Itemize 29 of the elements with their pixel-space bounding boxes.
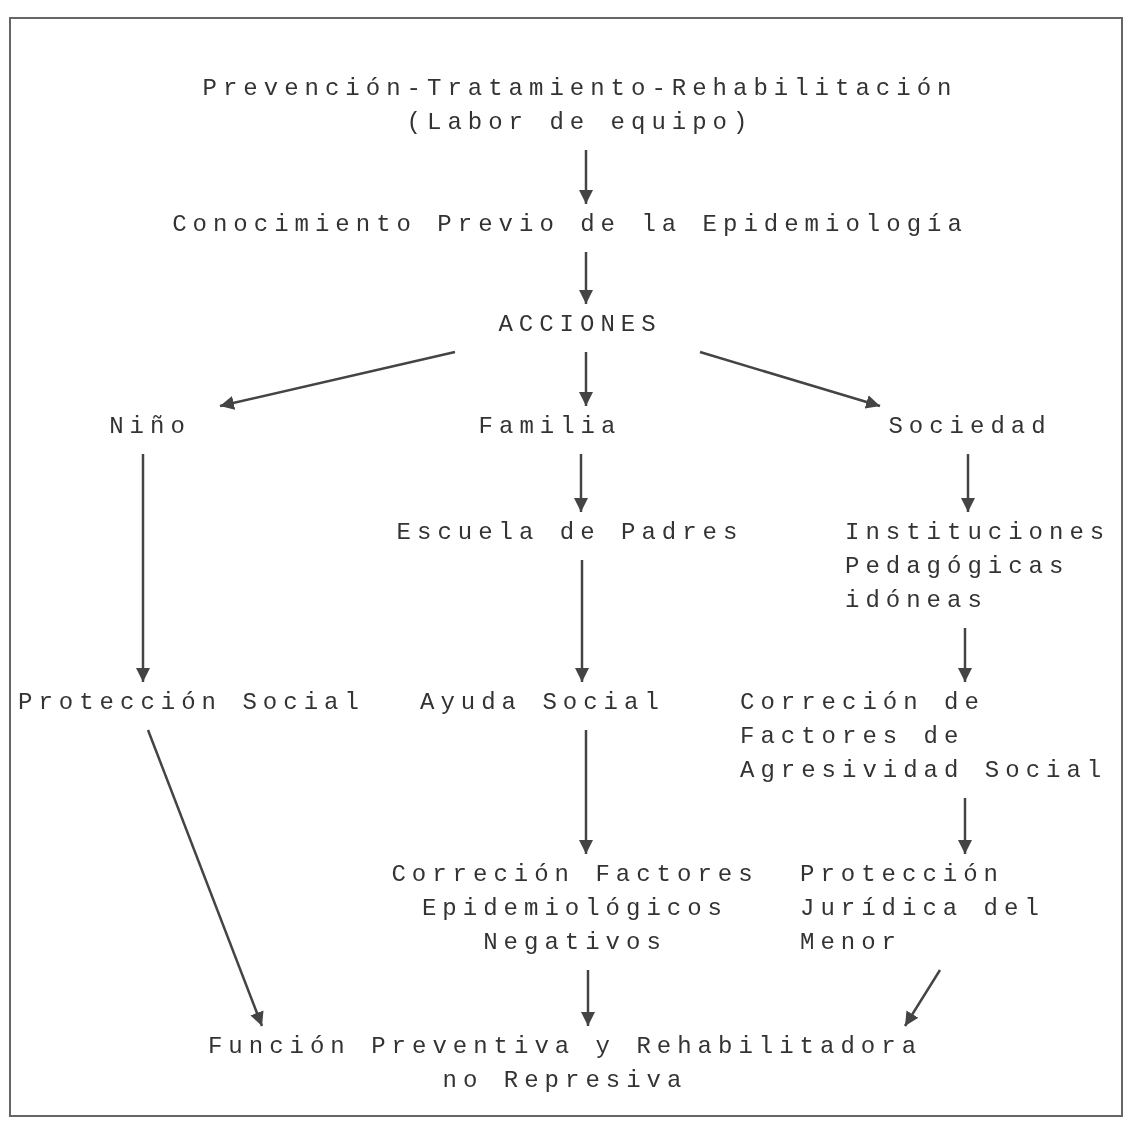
arrow (219, 350, 456, 410)
arrow (579, 150, 593, 204)
arrow (574, 454, 588, 512)
arrow (146, 729, 264, 1027)
arrow (903, 969, 942, 1027)
flow-label: Protección Social (18, 686, 388, 720)
flow-label: Familia (440, 410, 660, 444)
arrow (575, 560, 589, 682)
flow-label: Protección Jurídica del Menor (800, 858, 1125, 960)
flow-label: Ayuda Social (420, 686, 700, 720)
arrow (579, 352, 593, 406)
arrow (581, 970, 595, 1026)
arrow (958, 628, 972, 682)
flow-label: Niño (90, 410, 210, 444)
flow-label: Correción de Factores de Agresividad Social (740, 686, 1125, 788)
flow-label: Función Preventiva y Rehabilitadora no Represiva (180, 1030, 950, 1098)
flow-label: Prevención-Tratamiento-Rehabilitación (Labor de equipo) (190, 72, 970, 140)
flow-label: ACCIONES (450, 308, 710, 342)
flow-label: Instituciones Pedagógicas idóneas (845, 516, 1125, 618)
flow-label: Conocimiento Previo de la Epidemiología (150, 208, 990, 242)
arrow (699, 350, 881, 409)
arrow (579, 252, 593, 304)
flow-label: Correción Factores Epidemiológicos Negativos (385, 858, 765, 960)
flow-label: Escuela de Padres (380, 516, 760, 550)
arrow (579, 730, 593, 854)
arrow (958, 798, 972, 854)
arrow (961, 454, 975, 512)
flow-label: Sociedad (875, 410, 1065, 444)
arrow (136, 454, 150, 682)
